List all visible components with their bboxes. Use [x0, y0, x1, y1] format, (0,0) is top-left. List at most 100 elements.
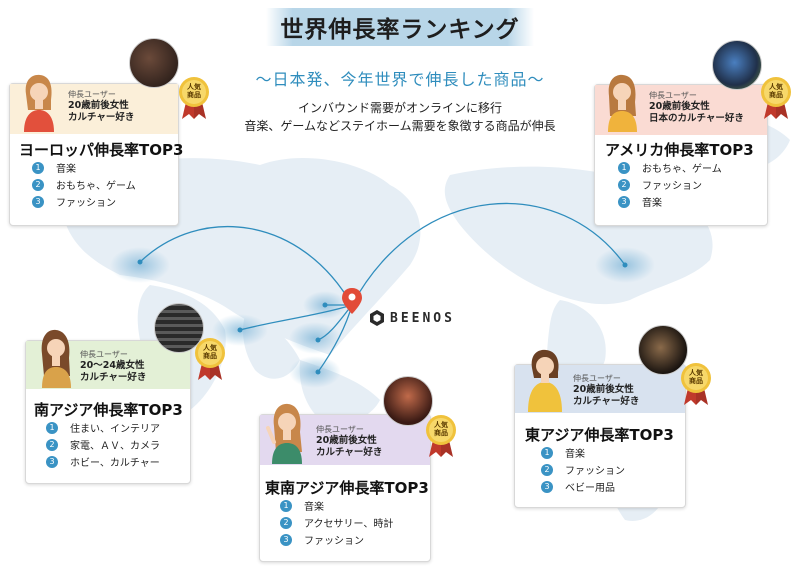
rosette-icon [195, 338, 225, 380]
user-description: 20歳前後女性 カルチャー好き [68, 100, 134, 124]
popular-badge: 人気 商品 [758, 76, 794, 120]
woman-avatar-icon [266, 403, 302, 464]
item-label: おもちゃ、ゲーム [642, 164, 722, 175]
list-item: 2 おもちゃ、ゲーム [32, 176, 136, 193]
item-label: ベビー用品 [565, 483, 615, 494]
beenos-logo-icon [370, 310, 384, 326]
description-line: インバウンド需要がオンラインに移行 [297, 101, 502, 115]
badge-text: 人気 商品 [769, 83, 783, 99]
rank-number: 1 [541, 446, 553, 459]
rank-number: 3 [46, 455, 58, 468]
user-desc-line: カルチャー好き [68, 112, 135, 123]
user-desc-line: 日本のカルチャー好き [649, 113, 744, 124]
badge-text: 人気 商品 [187, 83, 201, 99]
item-label: ホビー、カルチャー [70, 458, 160, 469]
item-label: おもちゃ、ゲーム [56, 181, 136, 192]
item-label: 住まい、インテリア [70, 424, 160, 435]
card-europe: 伸長ユーザー 20歳前後女性 カルチャー好き ヨーロッパ伸長率TOP3 1 音楽 … [9, 83, 183, 226]
region-title: ヨーロッパ伸長率TOP3 [19, 141, 184, 159]
item-label: 音楽 [304, 502, 324, 513]
rosette-icon [681, 363, 711, 405]
rosette-icon [761, 77, 791, 119]
list-item: 1 音楽 [32, 159, 136, 176]
badge-text: 人気 商品 [434, 421, 448, 437]
list-item: 2 ファッション [541, 461, 625, 478]
woman-avatar-icon [528, 349, 562, 412]
woman-avatar-icon [41, 329, 71, 388]
item-label: ファッション [56, 198, 116, 209]
popular-badge: 人気 商品 [176, 76, 212, 120]
item-label: 音楽 [56, 164, 76, 175]
item-label: アクセサリー、時計 [304, 519, 394, 530]
page-title: 世界伸長率ランキング [0, 8, 800, 46]
rank-number: 2 [32, 178, 44, 191]
region-title: アメリカ伸長率TOP3 [605, 141, 754, 159]
region-title: 東南アジア伸長率TOP3 [265, 479, 429, 497]
user-desc-line: 20歳前後女性 [68, 100, 129, 111]
product-photo [712, 40, 762, 90]
region-title: 東アジア伸長率TOP3 [525, 426, 674, 444]
product-photo [129, 38, 179, 88]
user-label: 伸長ユーザー [68, 90, 116, 99]
rank-number: 1 [280, 499, 292, 512]
rank-number: 1 [32, 161, 44, 174]
rank-number: 2 [618, 178, 630, 191]
page-subtitle: 〜日本発、今年世界で伸長した商品〜 [255, 70, 545, 89]
user-description: 20〜24歳女性 カルチャー好き [80, 360, 146, 384]
user-description: 20歳前後女性 カルチャー好き [573, 384, 639, 408]
popular-badge: 人気 商品 [678, 362, 714, 406]
popular-badge: 人気 商品 [192, 337, 228, 381]
rank-number: 3 [618, 195, 630, 208]
user-desc-line: カルチャー好き [573, 396, 640, 407]
list-item: 3 ファッション [280, 531, 393, 548]
item-label: ファッション [642, 181, 702, 192]
badge-text: 人気 商品 [689, 369, 703, 385]
ranking-list: 1 音楽 2 ファッション 3 ベビー用品 [541, 444, 625, 495]
ranking-list: 1 音楽 2 おもちゃ、ゲーム 3 ファッション [32, 159, 136, 210]
user-desc-line: カルチャー好き [316, 447, 383, 458]
beenos-logo: BEENOS [369, 309, 455, 327]
list-item: 2 アクセサリー、時計 [280, 514, 393, 531]
logo-text: BEENOS [390, 310, 455, 326]
user-description: 20歳前後女性 日本のカルチャー好き [649, 101, 744, 125]
list-item: 2 家電、ＡＶ、カメラ [46, 436, 160, 453]
rank-number: 2 [280, 516, 292, 529]
popular-badge: 人気 商品 [423, 414, 459, 458]
user-desc-line: カルチャー好き [80, 372, 147, 383]
item-label: ファッション [565, 466, 625, 477]
rank-number: 2 [541, 463, 553, 476]
list-item: 1 音楽 [541, 444, 625, 461]
user-desc-line: 20歳前後女性 [573, 384, 634, 395]
user-label: 伸長ユーザー [316, 425, 364, 434]
rank-number: 1 [618, 161, 630, 174]
item-label: 音楽 [565, 449, 585, 460]
item-label: ファッション [304, 536, 364, 547]
product-photo [383, 376, 433, 426]
rank-number: 3 [541, 480, 553, 493]
list-item: 3 ファッション [32, 193, 136, 210]
user-label: 伸長ユーザー [573, 374, 621, 383]
woman-avatar-icon [608, 74, 637, 132]
ranking-list: 1 音楽 2 アクセサリー、時計 3 ファッション [280, 497, 393, 548]
user-description: 20歳前後女性 カルチャー好き [316, 435, 382, 459]
list-item: 2 ファッション [618, 176, 722, 193]
user-desc-line: 20〜24歳女性 [80, 360, 145, 371]
product-photo [154, 303, 204, 353]
item-label: 家電、ＡＶ、カメラ [70, 441, 160, 452]
rank-number: 2 [46, 438, 58, 451]
description: インバウンド需要がオンラインに移行 音楽、ゲームなどステイホーム需要を象徴する商… [0, 99, 800, 135]
rank-number: 3 [280, 533, 292, 546]
list-item: 3 ホビー、カルチャー [46, 453, 160, 470]
woman-avatar-icon [24, 74, 54, 132]
region-title: 南アジア伸長率TOP3 [34, 401, 183, 419]
description-line: 音楽、ゲームなどステイホーム需要を象徴する商品が伸長 [244, 119, 556, 133]
rosette-icon [179, 77, 209, 119]
rank-number: 3 [32, 195, 44, 208]
rosette-icon [426, 415, 456, 457]
badge-text: 人気 商品 [203, 344, 217, 360]
list-item: 1 音楽 [280, 497, 393, 514]
